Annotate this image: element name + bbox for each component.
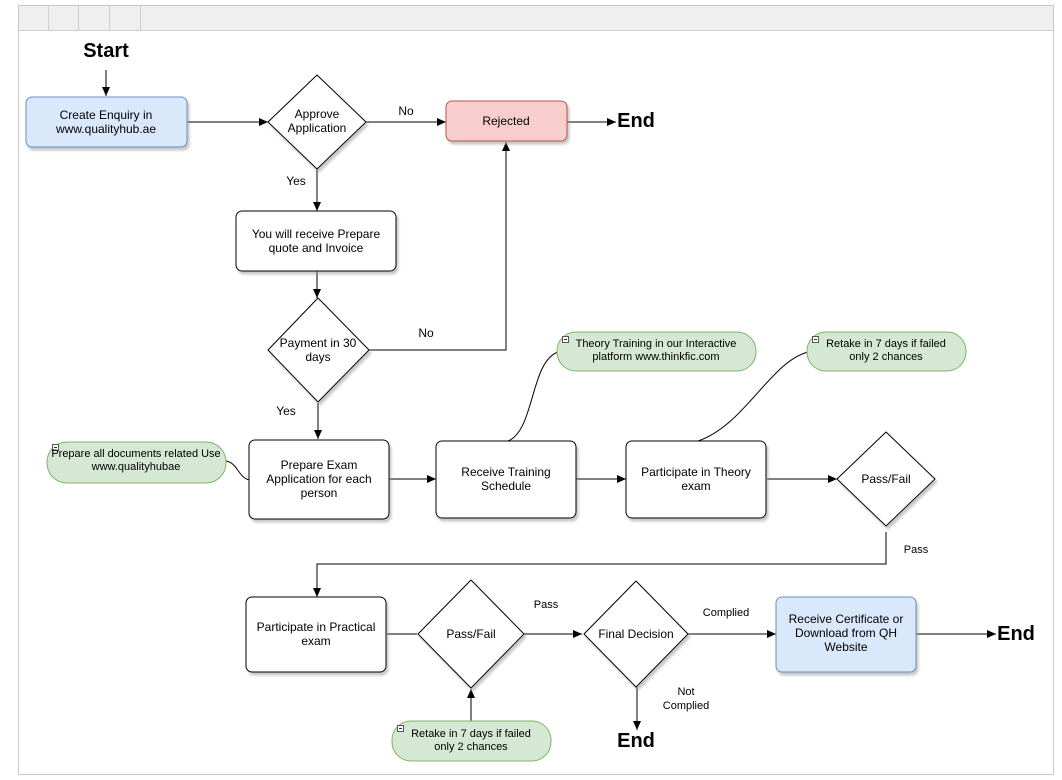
edge-payment-rejected xyxy=(369,142,510,351)
collapse-icon[interactable] xyxy=(52,444,59,451)
end-label-rejected: End xyxy=(617,110,655,132)
note-theory-training[interactable] xyxy=(556,331,757,372)
pass-fail-theory-label: Pass/Fail xyxy=(861,472,911,486)
practical-exam-label: Participate in Practical exam xyxy=(256,620,376,648)
rejected-box[interactable] xyxy=(445,100,568,142)
note-documents-label: Prepare all documents related Use www.qu… xyxy=(51,448,221,473)
certificate-label: Receive Certificate or Download from QH … xyxy=(788,612,904,654)
receive-training-label: Receive Training Schedule xyxy=(461,465,551,493)
create-enquiry-box[interactable] xyxy=(25,96,188,148)
edge-label-theory-pass: Pass xyxy=(903,544,929,556)
approve-diamond[interactable] xyxy=(267,74,367,170)
theory-exam-box[interactable] xyxy=(625,440,767,519)
payment-diamond[interactable] xyxy=(267,297,370,403)
end-label-certificate: End xyxy=(997,623,1035,645)
toolbar-cell[interactable] xyxy=(80,6,110,30)
note-retake-practical-label: Retake in 7 days if failed only 2 chance… xyxy=(411,728,531,753)
quote-box[interactable] xyxy=(235,210,397,272)
edge-label-payment-yes: Yes xyxy=(276,404,296,418)
receive-training-box[interactable] xyxy=(435,440,577,519)
collapse-icon[interactable] xyxy=(397,725,404,732)
final-decision-diamond[interactable] xyxy=(583,580,689,688)
certificate-box[interactable] xyxy=(775,596,917,673)
edge-label-approve-no: No xyxy=(398,104,414,118)
note-link-documents xyxy=(225,460,251,481)
toolbar xyxy=(19,6,1053,31)
payment-label: Payment in 30 days xyxy=(279,336,357,364)
note-retake-theory-label: Retake in 7 days if failed only 2 chance… xyxy=(826,338,946,363)
note-documents[interactable] xyxy=(46,441,227,484)
prepare-exam-box[interactable] xyxy=(248,439,390,520)
end-label-not-complied: End xyxy=(617,730,655,752)
edge-label-practical-pass: Pass xyxy=(533,599,559,611)
pass-fail-practical-label: Pass/Fail xyxy=(446,627,496,641)
note-theory-training-label: Theory Training in our Interactive platf… xyxy=(575,338,737,363)
note-retake-practical[interactable] xyxy=(391,720,552,762)
practical-exam-box[interactable] xyxy=(245,596,387,673)
note-retake-theory[interactable] xyxy=(806,331,967,372)
toolbar-cell[interactable] xyxy=(49,6,79,30)
shapes xyxy=(25,74,967,762)
collapse-icon[interactable] xyxy=(812,336,819,343)
connectors xyxy=(102,70,996,730)
note-link-theory-training xyxy=(507,351,559,442)
approve-label: Approve Application xyxy=(287,107,347,135)
edge-passfail-practical xyxy=(313,532,887,597)
note-link-retake-theory xyxy=(697,351,809,442)
toolbar-cell[interactable] xyxy=(19,6,49,30)
toolbar-cell[interactable] xyxy=(111,6,141,30)
edge-label-approve-yes: Yes xyxy=(286,174,306,188)
theory-exam-label: Participate in Theory exam xyxy=(641,465,751,493)
pass-fail-theory-diamond[interactable] xyxy=(836,431,936,527)
quote-label: You will receive Prepare quote and Invoi… xyxy=(251,227,381,255)
collapse-icon[interactable] xyxy=(562,336,569,343)
prepare-exam-label: Prepare Exam Application for each person xyxy=(266,458,372,500)
edge-label-payment-no: No xyxy=(418,326,434,340)
edge-label-complied: Complied xyxy=(702,607,750,619)
create-enquiry-label: Create Enquiry in www.qualityhub.ae xyxy=(55,108,157,136)
pass-fail-practical-diamond[interactable] xyxy=(417,579,525,689)
rejected-label: Rejected xyxy=(482,114,530,128)
edge-label-not-complied: Not Complied xyxy=(662,686,710,712)
final-decision-label: Final Decision xyxy=(598,627,674,641)
start-label: Start xyxy=(83,40,129,62)
